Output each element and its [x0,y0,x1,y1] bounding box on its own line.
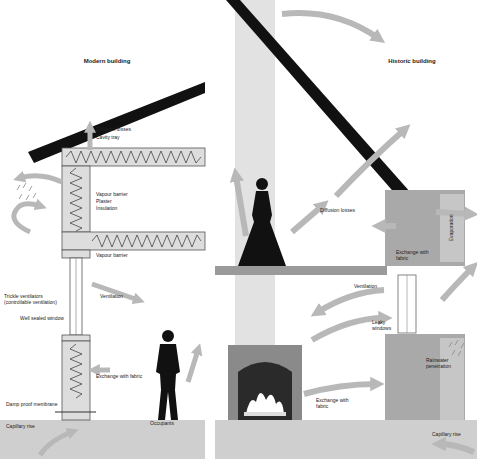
part-label: Ventilation [354,284,394,290]
upper-wall [385,190,465,266]
window-sill [62,335,90,341]
rain-drop [455,340,458,345]
ground [215,420,477,459]
rain-drop [449,342,452,347]
window-pane [407,275,408,333]
part-label: Plaster [96,199,140,205]
part-label: Damp proof membrane [6,402,60,408]
window-symbol [398,275,416,333]
part-label: Trickle ventilators (controllable ventil… [4,294,68,306]
window-pane [76,258,77,335]
part-label: Exchange with fabric [396,250,436,262]
rain-drop [33,193,36,198]
part-label: Exchange with fabric [316,398,360,410]
rain-symbol [449,340,464,356]
wall-face [440,338,464,420]
rain-symbol [17,183,36,200]
lower-wall [62,341,90,420]
fire-symbol [246,393,284,414]
panel-heading: Modern building [62,58,152,65]
arrow [188,350,198,382]
woman-head [256,178,268,190]
part-label: Diffusion losses [96,127,140,133]
arrow [318,290,384,312]
occupant-body [156,344,180,420]
arrow [20,176,62,182]
part-label: Cavity tray [96,135,140,141]
part-label: Exchange with fabric [96,374,144,380]
moisture-arrows [236,13,474,452]
insulation-symbol [66,151,201,163]
insulation-symbol [70,168,82,231]
upper-wall [62,166,90,232]
part-label: Vapour barrier [96,192,140,198]
arrow [436,212,470,214]
arrow [88,128,93,150]
occupant-head [162,330,174,342]
part-label: Capillary rise [6,424,46,430]
rain-drop [452,350,455,355]
rain-drop [458,351,461,356]
insulation-symbol [70,344,82,398]
arrow [282,13,378,38]
fireplace [228,345,302,420]
arrow [336,130,404,196]
damp-proof-membrane [55,411,96,412]
lower-wall [385,334,465,420]
part-label: Evaporation [449,208,455,248]
arrow [442,268,472,300]
window-head [62,250,90,258]
occupant-silhouette [156,330,180,420]
fire-grate [244,412,286,416]
arrow [40,432,72,455]
rain-drop [19,194,22,199]
arrow [304,384,376,394]
part-label: Vapour barrier [96,253,140,259]
rain-drop [29,186,32,191]
rain-drop [17,185,20,190]
floor [215,266,387,275]
panel-heading: Historic building [362,58,462,65]
part-label: Capillary rise [432,432,472,438]
part-label: Insulation [96,206,140,212]
roof-slab [62,148,205,166]
arrow [440,444,474,452]
insulation-symbol [92,235,201,247]
rain-drop [23,183,26,188]
arrow [95,368,110,373]
part-label: Leaky windows [372,320,396,332]
part-label: Ventilation [100,294,144,300]
floor-slab [62,232,205,250]
part-label: Rainwater penetration [426,358,460,370]
part-label: Well sealed window [20,316,68,322]
wall-face [440,194,464,262]
arrow [380,223,396,229]
arrow [292,206,322,232]
part-label: Occupants [150,421,194,427]
arrow [14,204,40,232]
part-label: Diffusion losses [320,208,364,214]
arrow [236,176,246,236]
ground [0,420,205,459]
rain-drop [461,343,464,348]
window-symbol [70,258,82,335]
rain-drop [26,195,29,200]
fireplace-opening [238,362,292,420]
